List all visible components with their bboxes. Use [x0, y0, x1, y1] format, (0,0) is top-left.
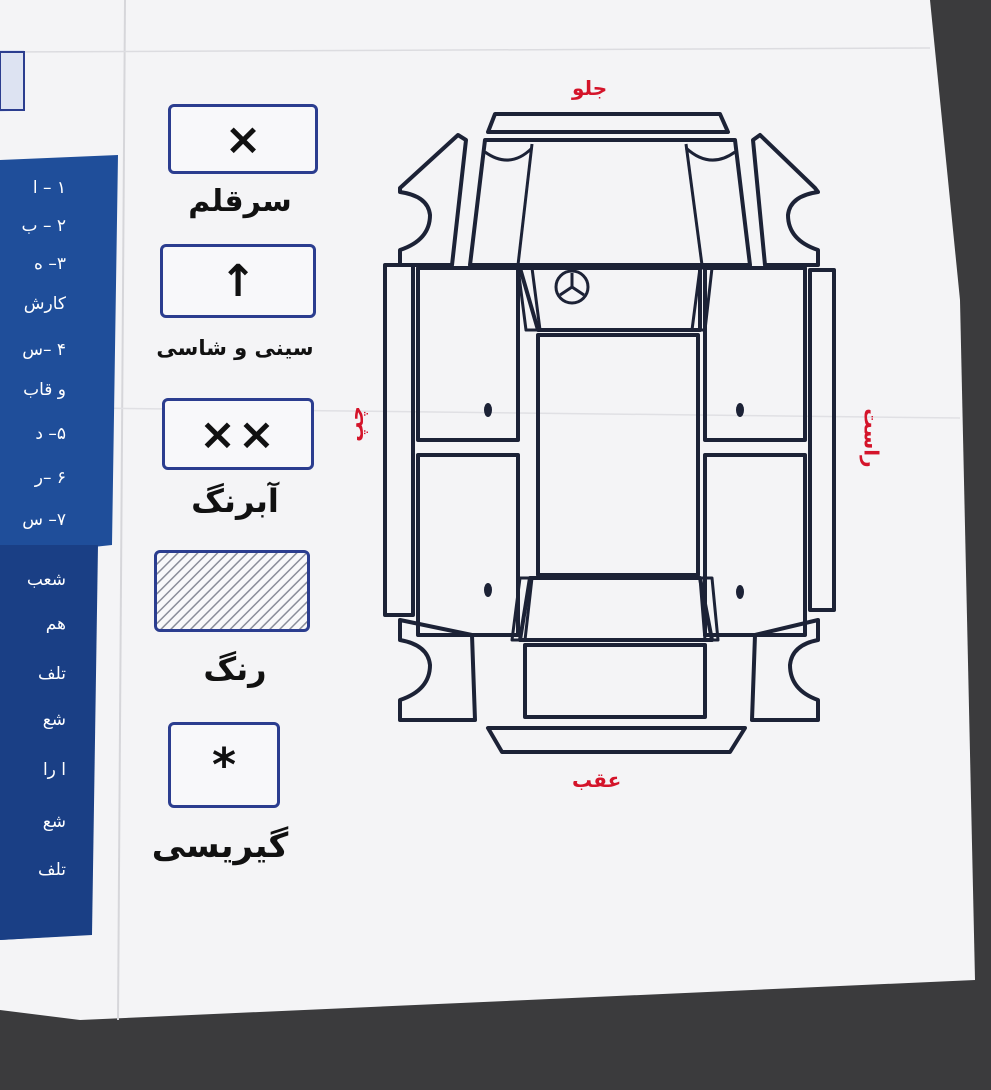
info-strip-lower: [0, 545, 98, 940]
front-label: جلو: [572, 76, 608, 100]
strip-line: ۵– د: [35, 424, 66, 444]
rear-right-door: [703, 453, 807, 637]
strip-line: شع: [42, 710, 66, 730]
front-right-fender: [751, 133, 820, 267]
info-strip-top: [0, 50, 24, 112]
cross-icon: ×: [224, 113, 262, 165]
strip-line: تلف: [38, 860, 66, 880]
paper-fold-vertical: [117, 0, 126, 1021]
rear-left-door: [416, 453, 520, 637]
strip-line: کارش: [23, 294, 66, 314]
strip-line: ۶ –ر: [34, 468, 66, 488]
brand-emblem-icon: [554, 269, 590, 305]
strip-line: شعب: [26, 570, 66, 590]
arrow-up-icon: ↑: [219, 255, 257, 307]
strip-line: هم: [45, 614, 66, 634]
left-sill: [383, 263, 415, 617]
legend-box-putty: *: [168, 722, 280, 808]
hood-panel: [468, 138, 752, 267]
legend-label-paint: رنگ: [203, 650, 267, 688]
right-sill: [808, 268, 836, 612]
strip-line: تلف: [38, 664, 66, 684]
legend-label-chassis: سینی و شاسی: [156, 336, 314, 360]
car-body-diagram: [383, 112, 836, 754]
rear-window: [518, 576, 714, 642]
rear-right-fender: [750, 618, 820, 722]
legend-box-paint: [154, 550, 310, 632]
legend-label-putty: گیریسی: [151, 826, 289, 866]
right-label: راست: [859, 408, 884, 468]
trunk-panel: [523, 643, 707, 719]
strip-line: ۷– س: [22, 510, 66, 530]
strip-line: شع: [42, 812, 66, 832]
legend-box-scratch: ×: [168, 104, 318, 174]
roof-panel: [536, 333, 700, 577]
strip-line: ا را: [42, 760, 66, 780]
strip-line: ۱ – ا: [32, 178, 66, 198]
legend-box-chassis: ↑: [160, 244, 316, 318]
left-label: چپ: [343, 406, 368, 442]
front-left-door: [416, 266, 520, 442]
strip-line: ۲ – ب: [21, 216, 66, 236]
front-bumper: [486, 112, 730, 134]
hatch-pattern-icon: [157, 553, 307, 629]
strip-line: ۴ –س: [22, 340, 66, 360]
front-right-door: [703, 266, 807, 442]
strip-line: ۳– ه: [34, 254, 66, 274]
legend-label-scratch: سرقلم: [188, 184, 292, 219]
asterisk-icon: *: [211, 738, 237, 792]
front-left-fender: [398, 133, 468, 267]
rear-bumper: [486, 726, 747, 754]
double-cross-icon: ××: [199, 408, 277, 460]
rear-left-fender: [398, 618, 477, 722]
rear-label: عقب: [572, 768, 622, 792]
strip-line: و قاب: [23, 380, 66, 400]
legend-box-watercolor: ××: [162, 398, 314, 470]
windshield: [518, 266, 702, 332]
legend-label-watercolor: آبرنگ: [191, 482, 279, 520]
paper-fold-top: [0, 47, 931, 53]
